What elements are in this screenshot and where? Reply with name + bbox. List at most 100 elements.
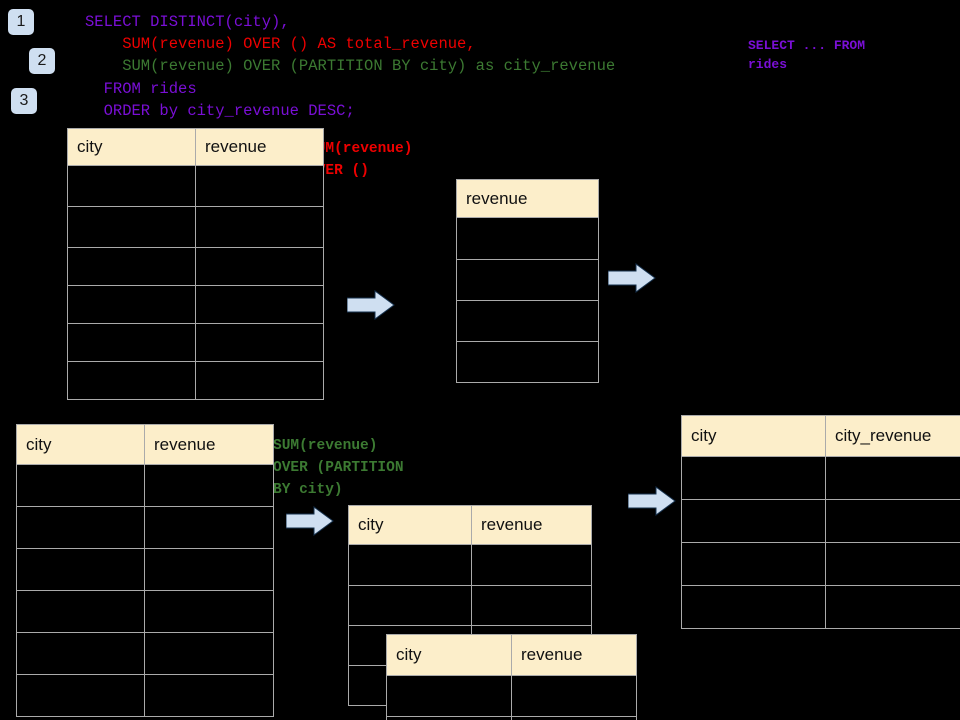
cell-city [67, 206, 196, 248]
rides-source-table-top: city revenue [67, 128, 324, 400]
table-row [67, 247, 324, 286]
cell-city [16, 590, 145, 633]
cell-revenue [456, 259, 599, 301]
arrow-partition-to-result [628, 486, 676, 516]
column-header-city: city [16, 424, 145, 465]
column-header-revenue: revenue [511, 634, 637, 676]
cell-city [16, 464, 145, 507]
table-row [456, 217, 599, 260]
cell-revenue [195, 361, 324, 400]
sql-line-1: SELECT DISTINCT(city), [85, 13, 290, 31]
table-row [348, 585, 592, 626]
table-row [16, 674, 274, 717]
column-header-city: city [348, 505, 472, 545]
cell-city [67, 285, 196, 324]
table-row [67, 361, 324, 400]
cell-revenue [144, 464, 274, 507]
cell-city [16, 548, 145, 591]
table-row [16, 464, 274, 507]
cell-city [16, 674, 145, 717]
cell-city-revenue [825, 499, 960, 543]
sql-line-2: SUM(revenue) OVER () AS total_revenue, [85, 35, 476, 53]
table-row [67, 323, 324, 362]
cell-city-revenue [825, 585, 960, 629]
cell-revenue [195, 285, 324, 324]
table-row [681, 585, 960, 629]
step-badge-2: 2 [29, 48, 55, 74]
arrow-source-to-total [347, 290, 395, 320]
cell-revenue [471, 544, 592, 586]
cell-revenue [144, 674, 274, 717]
column-header-city: city [386, 634, 512, 676]
column-header-revenue: revenue [195, 128, 324, 166]
cell-city [67, 323, 196, 362]
cell-revenue [195, 323, 324, 362]
table-row [386, 716, 637, 720]
cell-city [16, 506, 145, 549]
cell-revenue [144, 548, 274, 591]
step-badge-1: 1 [8, 9, 34, 35]
partition-group-table-b: city revenue [386, 634, 637, 720]
cell-city [67, 247, 196, 286]
column-header-revenue: revenue [456, 179, 599, 218]
cell-city [681, 542, 826, 586]
cell-city-revenue [825, 542, 960, 586]
total-revenue-table: revenue [456, 179, 599, 383]
table-row [16, 548, 274, 591]
cell-revenue [471, 585, 592, 626]
cell-revenue [144, 632, 274, 675]
cell-revenue [195, 165, 324, 207]
table-row [67, 285, 324, 324]
table-row [456, 259, 599, 301]
cell-city-revenue [825, 456, 960, 500]
arrow-source-to-partition [286, 506, 334, 536]
annotation-sum-over-partition: SUM(revenue) OVER (PARTITION BY city) [273, 438, 404, 498]
table-row [67, 165, 324, 207]
column-header-revenue: revenue [144, 424, 274, 465]
column-header-city-revenue: city_revenue [825, 415, 960, 457]
table-header-row: city revenue [386, 634, 637, 676]
city-revenue-result-table: city city_revenue [681, 415, 960, 629]
column-header-city: city [67, 128, 196, 166]
cell-city [386, 675, 512, 717]
table-header-row: city revenue [16, 424, 274, 465]
cell-city [67, 165, 196, 207]
table-row [67, 206, 324, 248]
table-header-row: revenue [456, 179, 599, 218]
cell-city [67, 361, 196, 400]
cell-city [348, 585, 472, 626]
table-header-row: city city_revenue [681, 415, 960, 457]
sql-line-3: SUM(revenue) OVER (PARTITION BY city) as… [85, 57, 616, 75]
rides-source-table-bottom: city revenue [16, 424, 274, 717]
cell-city [386, 716, 512, 720]
table-row [681, 542, 960, 586]
table-row [681, 456, 960, 500]
arrow-total-to-result [608, 263, 656, 293]
cell-revenue [195, 206, 324, 248]
table-row [456, 341, 599, 383]
table-row [456, 300, 599, 342]
table-row [386, 675, 637, 717]
cell-revenue [195, 247, 324, 286]
cell-revenue [456, 300, 599, 342]
table-header-row: city revenue [348, 505, 592, 545]
cell-revenue [144, 506, 274, 549]
table-row [16, 506, 274, 549]
cell-city [681, 499, 826, 543]
cell-revenue [511, 716, 637, 720]
column-header-revenue: revenue [471, 505, 592, 545]
cell-revenue [456, 217, 599, 260]
table-header-row: city revenue [67, 128, 324, 166]
step-badge-3: 3 [11, 88, 37, 114]
cell-revenue [144, 590, 274, 633]
cell-city [16, 632, 145, 675]
cell-city [681, 456, 826, 500]
cell-city [348, 544, 472, 586]
table-row [16, 632, 274, 675]
table-row [348, 544, 592, 586]
sql-line-5: ORDER by city_revenue DESC; [85, 102, 355, 120]
cell-city [681, 585, 826, 629]
table-row [16, 590, 274, 633]
cell-revenue [511, 675, 637, 717]
